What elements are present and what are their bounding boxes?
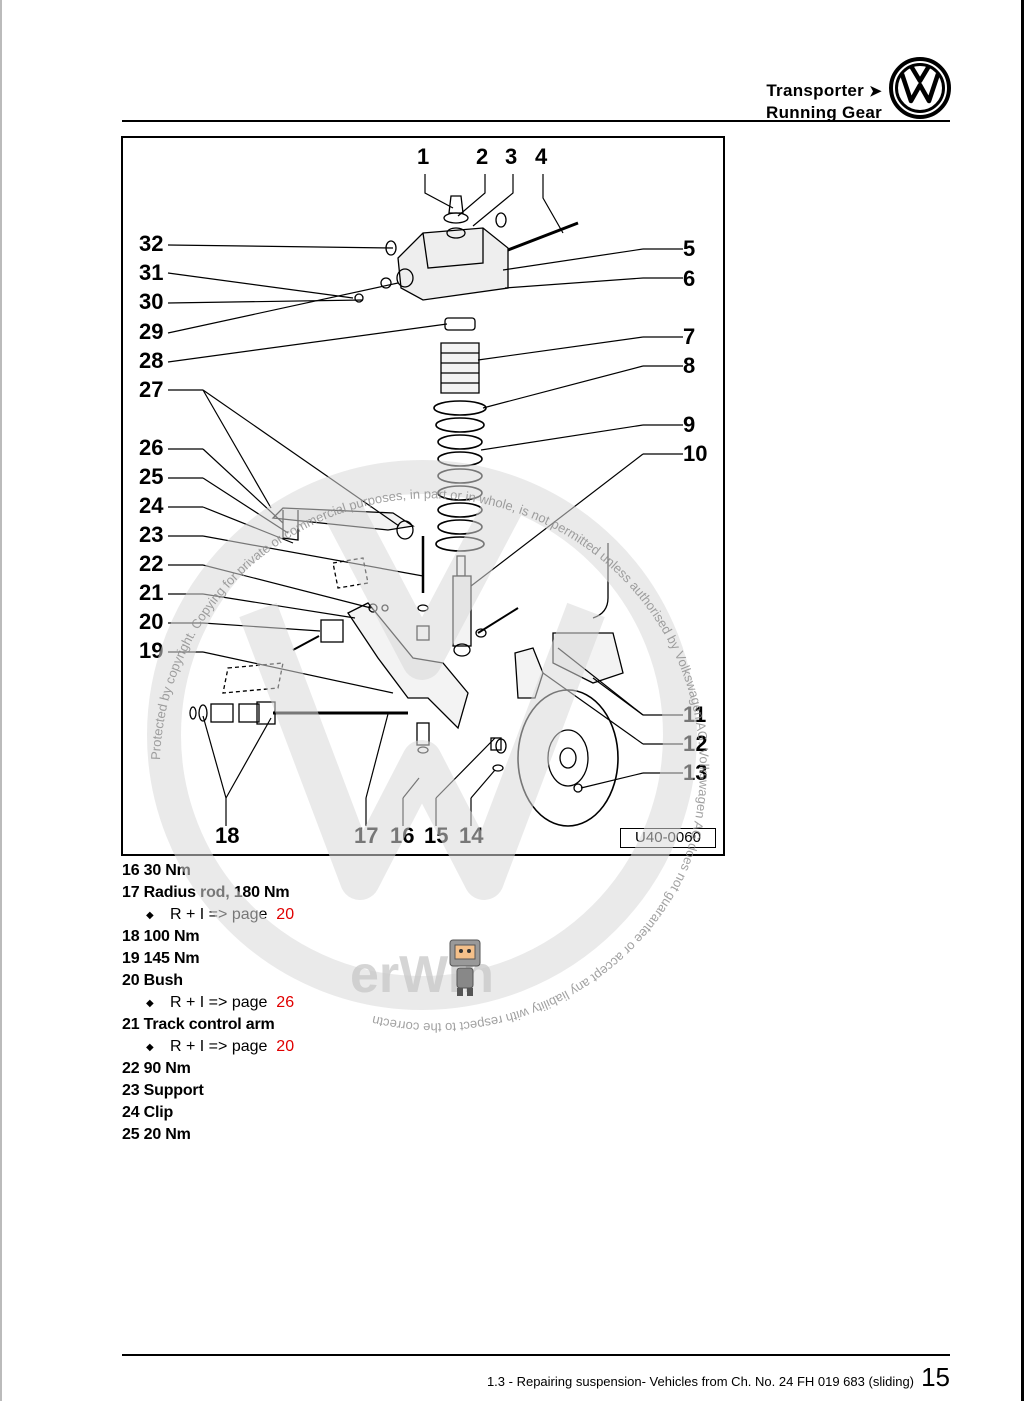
page-number: 15 <box>921 1362 950 1392</box>
callout-9: 9 <box>683 412 696 437</box>
callout-14: 14 <box>459 823 484 848</box>
legend-item-16: 16 30 Nm <box>122 862 191 879</box>
callout-30: 30 <box>139 289 164 314</box>
header-rule <box>122 120 950 122</box>
callout-4: 4 <box>535 144 548 169</box>
header-section: Running Gear <box>766 103 882 122</box>
diamond-bullet-icon: ◆ <box>146 1042 154 1053</box>
callout-24: 24 <box>139 493 164 518</box>
diamond-bullet-icon: ◆ <box>146 910 154 921</box>
legend-item-20: 20 Bush <box>122 972 183 989</box>
callout-10: 10 <box>683 441 708 466</box>
header-model: Transporter <box>766 81 865 100</box>
callout-7: 7 <box>683 324 696 349</box>
legend-ref-21: ◆R + I => page 20 <box>122 1036 622 1058</box>
callout-2: 2 <box>476 144 489 169</box>
legend-item-24: 24 Clip <box>122 1104 174 1121</box>
page-link[interactable]: 20 <box>276 1038 295 1055</box>
callout-32: 32 <box>139 231 164 256</box>
callout-29: 29 <box>139 319 164 344</box>
callout-6: 6 <box>683 266 696 291</box>
callout-19: 19 <box>139 638 164 663</box>
callout-5: 5 <box>683 236 696 261</box>
page-link[interactable]: 20 <box>276 906 295 923</box>
legend-item-19: 19 145 Nm <box>122 950 200 967</box>
callout-3: 3 <box>505 144 518 169</box>
callout-26: 26 <box>139 435 164 460</box>
callout-17: 17 <box>354 823 379 848</box>
callout-16: 16 <box>390 823 415 848</box>
legend-item-21: 21 Track control arm <box>122 1016 275 1033</box>
exploded-diagram: 1 2 3 4 32 31 30 29 28 27 26 25 24 23 22… <box>121 136 725 856</box>
callout-28: 28 <box>139 348 164 373</box>
legend-ref-17: ◆R + I => page 20 <box>122 904 622 926</box>
callout-12: 12 <box>683 731 708 756</box>
figure-code: U40-0060 <box>620 828 716 848</box>
footer-description: 1.3 - Repairing suspension- Vehicles fro… <box>486 1374 914 1389</box>
callout-31: 31 <box>139 260 164 285</box>
legend-item-17: 17 Radius rod, 180 Nm <box>122 884 290 901</box>
legend-item-22: 22 90 Nm <box>122 1060 191 1077</box>
footer-rule <box>122 1354 950 1356</box>
page-link[interactable]: 26 <box>276 994 295 1011</box>
callout-25: 25 <box>139 464 164 489</box>
parts-legend: 16 30 Nm 17 Radius rod, 180 Nm ◆R + I =>… <box>122 860 622 1146</box>
header-title: Transporter ➤ Running Gear <box>766 80 882 123</box>
legend-item-25: 25 20 Nm <box>122 1126 191 1143</box>
next-arrow-icon[interactable]: ➤ <box>869 83 882 100</box>
diamond-bullet-icon: ◆ <box>146 998 154 1009</box>
callout-18: 18 <box>215 823 240 848</box>
callout-15: 15 <box>424 823 449 848</box>
vw-logo <box>889 57 951 119</box>
legend-item-18: 18 100 Nm <box>122 928 200 945</box>
legend-ref-20: ◆R + I => page 26 <box>122 992 622 1014</box>
callout-22: 22 <box>139 551 164 576</box>
callout-1: 1 <box>417 144 430 169</box>
callout-13: 13 <box>683 760 708 785</box>
page-edge-left <box>0 0 2 1401</box>
callout-27: 27 <box>139 377 164 402</box>
callout-21: 21 <box>139 580 164 605</box>
legend-item-23: 23 Support <box>122 1082 204 1099</box>
callout-11: 11 <box>683 702 707 727</box>
callout-8: 8 <box>683 353 696 378</box>
callouts: 1 2 3 4 32 31 30 29 28 27 26 25 24 23 22… <box>123 138 723 854</box>
page-edge-right <box>1021 0 1024 1401</box>
callout-23: 23 <box>139 522 164 547</box>
callout-20: 20 <box>139 609 164 634</box>
